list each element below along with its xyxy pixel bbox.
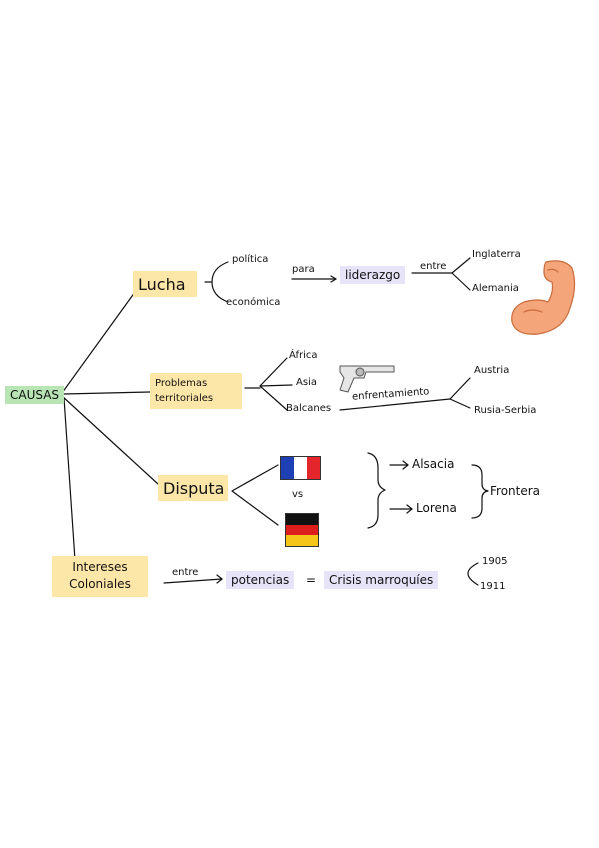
node-liderazgo: liderazgo xyxy=(340,266,406,284)
arrow-entre xyxy=(163,578,223,584)
label-alsacia: Alsacia xyxy=(412,457,455,471)
label-1905: 1905 xyxy=(482,556,508,567)
node-potencias: potencias xyxy=(226,571,295,589)
label-politica: política xyxy=(232,254,269,265)
label-1911: 1911 xyxy=(480,581,506,592)
problemas-line2: territoriales xyxy=(155,393,214,404)
fork-regions xyxy=(259,357,288,411)
brace-left xyxy=(367,452,386,529)
fork-lucha xyxy=(211,261,229,303)
line-inglaterra xyxy=(451,257,471,274)
label-inglaterra: Inglaterra xyxy=(472,249,521,260)
flexed-arm-icon xyxy=(511,260,576,335)
revolver-icon xyxy=(339,365,395,393)
root-causas: CAUSAS xyxy=(5,386,65,404)
label-entre-intereses: entre xyxy=(172,567,199,578)
brace-right xyxy=(471,464,489,519)
label-lorena: Lorena xyxy=(416,501,457,515)
label-balcanes: Balcanes xyxy=(286,403,332,414)
node-problemas: Problemas territoriales xyxy=(150,373,242,409)
label-para: para xyxy=(292,264,315,275)
line-root-disputa xyxy=(61,395,159,485)
label-economica: económica xyxy=(226,297,281,308)
node-disputa: Disputa xyxy=(158,475,228,501)
line-root-lucha xyxy=(61,291,136,394)
node-crisis: Crisis marroquíes xyxy=(324,571,439,589)
line-rusia xyxy=(449,398,471,409)
node-intereses: Intereses Coloniales xyxy=(52,556,148,597)
line-root-intereses xyxy=(63,397,76,561)
label-asia: Asia xyxy=(296,377,317,388)
problemas-line1: Problemas xyxy=(155,378,208,389)
intereses-line1: Intereses xyxy=(72,560,128,574)
fork-flags xyxy=(231,464,279,526)
label-equals: = xyxy=(306,573,317,587)
label-rusia-serbia: Rusia-Serbia xyxy=(474,405,537,416)
line-root-problemas xyxy=(63,391,151,395)
france-flag-icon xyxy=(280,456,321,480)
germany-flag-icon xyxy=(285,513,319,547)
fork-years xyxy=(467,562,479,586)
line-austria xyxy=(449,377,471,400)
label-alemania: Alemania xyxy=(472,283,519,294)
line-alemania xyxy=(451,272,471,291)
label-entre-lucha: entre xyxy=(420,261,447,272)
intereses-line2: Coloniales xyxy=(69,577,131,592)
label-vs: vs xyxy=(292,489,304,500)
line-enfrentamiento xyxy=(339,398,451,411)
label-austria: Austria xyxy=(474,365,510,376)
node-lucha: Lucha xyxy=(133,271,197,297)
label-africa: África xyxy=(289,350,318,361)
label-frontera: Frontera xyxy=(490,484,541,498)
